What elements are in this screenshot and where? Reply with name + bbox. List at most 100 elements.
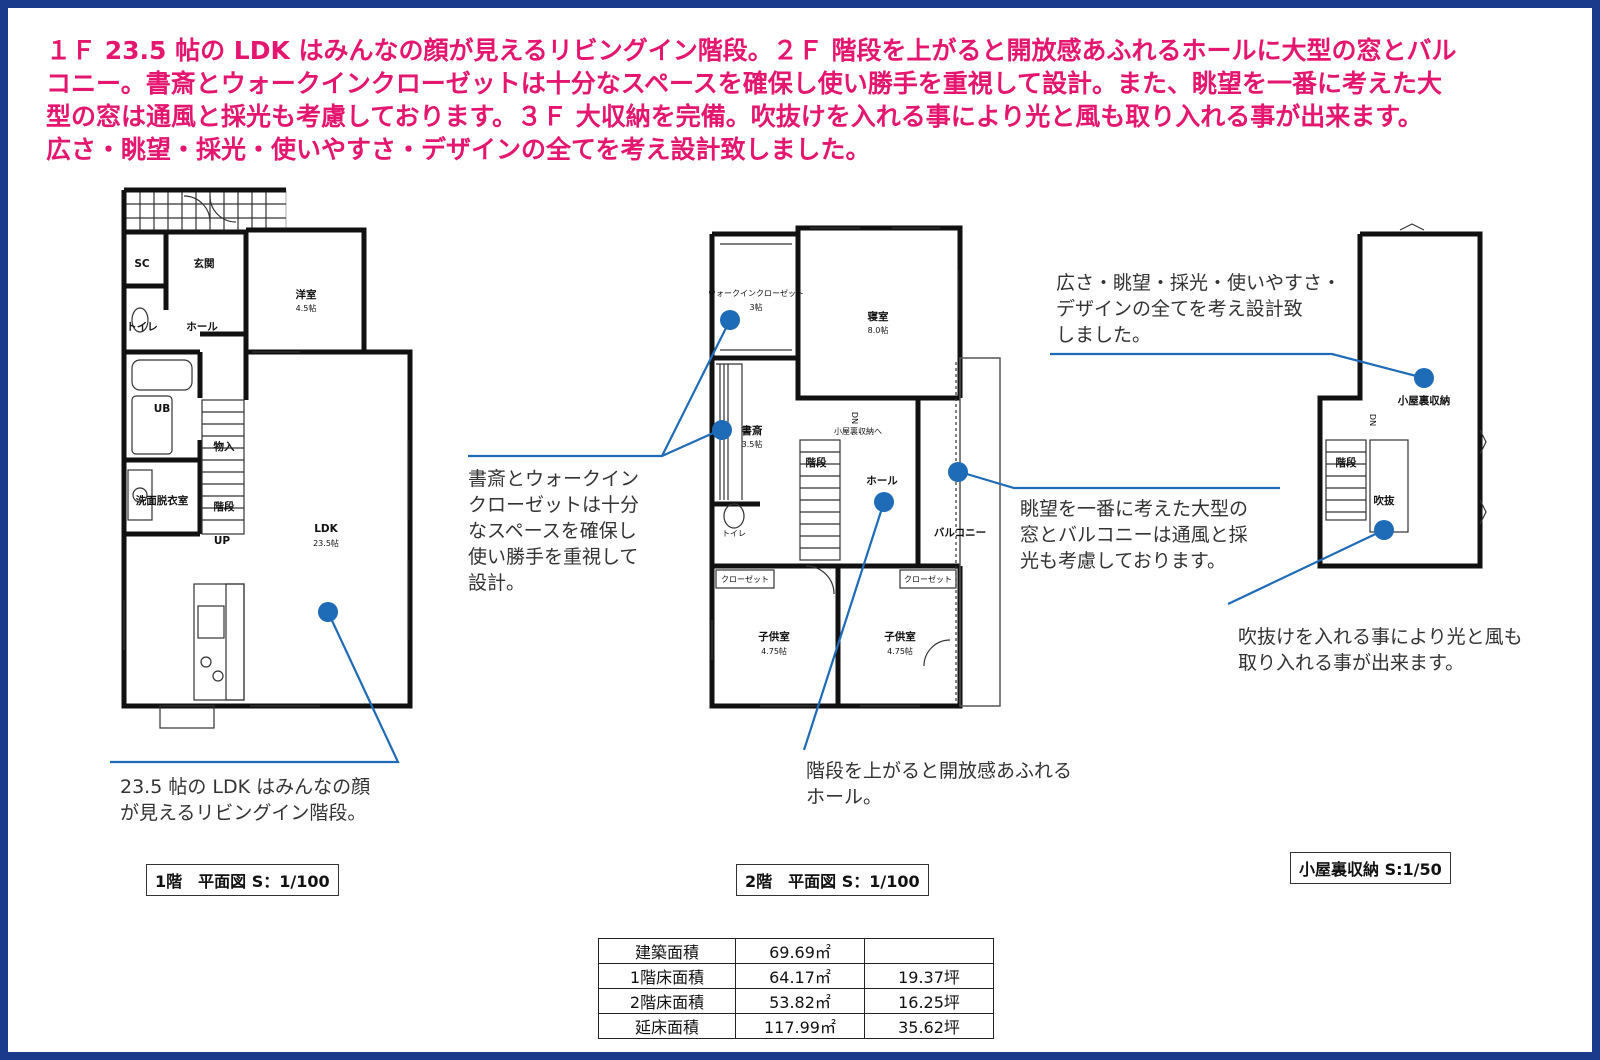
note-line: 取り入れる事が出来ます。 (1238, 652, 1465, 674)
room-kodomo-1: 子供室 (758, 630, 790, 643)
room-kodomo-1-size: 4.75帖 (761, 646, 787, 656)
room-fukinuke: 吹抜 (1374, 494, 1396, 507)
room-shinshitsu-size: 8.0帖 (868, 325, 889, 335)
note-line: デザインの全てを考え設計致 (1056, 298, 1303, 320)
room-senmen: 洗面脱衣室 (136, 494, 189, 507)
note-line: 使い勝手を重視して (468, 546, 639, 568)
table-cell (864, 938, 994, 964)
marker-balcony (948, 462, 968, 482)
marker-hall (874, 492, 894, 512)
stairs-dn-label: DN (850, 412, 859, 424)
floor3-plan: 小屋裏収納 DN 階段 吹抜 (1317, 223, 1487, 569)
room-ldk: LDK (314, 523, 338, 535)
note-line: が見えるリビングイン階段。 (120, 802, 367, 824)
table-row: 延床面積 117.99㎡ 35.62坪 (598, 1013, 994, 1039)
room-ub: UB (154, 403, 171, 415)
table-row: 1階床面積 64.17㎡ 19.37坪 (598, 963, 994, 989)
leader-lines (110, 310, 1434, 764)
room-ldk-size: 23.5帖 (313, 538, 339, 548)
floor3-stairs (1325, 439, 1367, 521)
note-study: 書斎とウォークイン クローゼットは十分 なスペースを確保し 使い勝手を重視して … (468, 466, 639, 596)
stairs-dn-label: DN (1368, 414, 1377, 426)
table-cell: 64.17㎡ (735, 963, 865, 989)
table-cell: 16.25坪 (864, 988, 994, 1014)
table-cell: 117.99㎡ (735, 1013, 865, 1039)
room-kaidan: 階段 (1336, 456, 1358, 469)
note-line: 階段を上がると開放感あふれる (806, 760, 1073, 782)
room-yoshitsu-size: 4.5帖 (296, 303, 317, 313)
room-wic: ウォークインクローゼット (708, 288, 804, 298)
headline-line: コニー。書斎とウォークインクローゼットは十分なスペースを確保し使い勝手を重視して… (46, 69, 1443, 98)
note-line: 吹抜けを入れる事により光と風も (1238, 626, 1523, 648)
headline-line: 広さ・眺望・採光・使いやすさ・デザインの全てを考え設計致しました。 (46, 135, 871, 164)
floor2-outer-wall (709, 225, 963, 709)
note-line: 広さ・眺望・採光・使いやすさ・ (1056, 272, 1342, 294)
headline-line: １Ｆ 23.5 帖の LDK はみんなの顔が見えるリビングイン階段。２Ｆ 階段を… (46, 36, 1457, 65)
table-cell: 35.62坪 (864, 1013, 994, 1039)
note-line: クローゼットは十分 (468, 494, 640, 516)
note-attic: 広さ・眺望・採光・使いやすさ・ デザインの全てを考え設計致 しました。 (1056, 270, 1341, 348)
room-koyaura: 小屋裏収納 (1397, 394, 1451, 407)
table-cell: 69.69㎡ (735, 938, 865, 964)
area-table: 建築面積 69.69㎡ 1階床面積 64.17㎡ 19.37坪 2階床面積 53… (598, 938, 994, 1039)
floor1-plan: SC 玄関 洋室 4.5帖 トイレ ホール UB 物入 洗面脱衣室 階段 UP … (121, 187, 413, 729)
marker-atrium (1374, 520, 1394, 540)
note-line: 23.5 帖の LDK はみんなの顔 (120, 776, 371, 798)
note-line: 書斎とウォークイン (468, 468, 640, 490)
room-kodomo-2: 子供室 (884, 630, 916, 643)
room-kaidan: 階段 (806, 456, 827, 469)
note-hall: 階段を上がると開放感あふれる ホール。 (806, 758, 1072, 810)
table-cell: 53.82㎡ (735, 988, 865, 1014)
note-line: 設計。 (468, 572, 526, 594)
marker-ldk (318, 602, 338, 622)
marker-attic (1414, 368, 1434, 388)
floor3-title: 小屋裏収納 S:1/50 (1290, 852, 1451, 884)
note-line: 光も考慮しております。 (1020, 550, 1226, 572)
table-cell: 19.37坪 (864, 963, 994, 989)
room-shosai-size: 3.5帖 (742, 439, 763, 449)
room-yoshitsu: 洋室 (296, 288, 317, 301)
marker-wic (720, 310, 740, 330)
room-genkan: 玄関 (194, 257, 215, 270)
floor1-stairs (201, 399, 245, 535)
floor3-outer-wall (1317, 231, 1483, 569)
room-wic-size: 3帖 (749, 302, 762, 312)
porch-tiles (125, 189, 287, 233)
note-balcony: 眺望を一番に考えた大型の 窓とバルコニーは通風と採 光も考慮しております。 (1020, 496, 1248, 574)
floor1-outer-wall (121, 187, 413, 709)
room-balcony: バルコニー (934, 527, 986, 539)
floor2-stairs (799, 439, 841, 561)
table-row: 2階床面積 53.82㎡ 16.25坪 (598, 988, 994, 1014)
table-cell: 建築面積 (598, 938, 736, 964)
note-line: 窓とバルコニーは通風と採 (1020, 524, 1248, 546)
floor2-plan: ウォークインクローゼット 3帖 寝室 8.0帖 書斎 3.5帖 DN 小屋裏収納… (708, 225, 1001, 709)
floor1-title: 1階 平面図 S：1/100 (146, 864, 339, 896)
headline: １Ｆ 23.5 帖の LDK はみんなの顔が見えるリビングイン階段。２Ｆ 階段を… (46, 34, 1566, 166)
room-monoire: 物入 (214, 440, 235, 453)
room-closet-2: クローゼット (904, 574, 952, 584)
room-sc: SC (134, 258, 150, 270)
note-line: ホール。 (806, 786, 883, 808)
table-cell: 2階床面積 (598, 988, 736, 1014)
stairs-up-label: UP (214, 535, 231, 547)
note-line: 眺望を一番に考えた大型の (1020, 498, 1249, 520)
room-toilet: トイレ (722, 529, 746, 538)
room-shinshitsu: 寝室 (868, 310, 889, 323)
room-kodomo-2-size: 4.75帖 (887, 646, 913, 656)
table-cell: 延床面積 (598, 1013, 736, 1039)
note-ldk: 23.5 帖の LDK はみんなの顔 が見えるリビングイン階段。 (120, 774, 370, 826)
room-toilet: トイレ (126, 321, 158, 333)
room-shosai: 書斎 (742, 424, 763, 437)
room-hall: ホール (866, 475, 898, 487)
note-line: しました。 (1056, 324, 1152, 346)
note-line: なスペースを確保し (468, 520, 637, 542)
room-kaidan: 階段 (214, 500, 235, 513)
headline-line: 型の窓は通風と採光も考慮しております。３Ｆ 大収納を完備。吹抜けを入れる事により… (46, 102, 1423, 131)
floor2-title: 2階 平面図 S：1/100 (736, 864, 929, 896)
label-koyaura-he: 小屋裏収納へ (834, 426, 882, 436)
marker-study (712, 420, 732, 440)
note-atrium: 吹抜けを入れる事により光と風も 取り入れる事が出来ます。 (1238, 624, 1523, 676)
table-cell: 1階床面積 (598, 963, 736, 989)
table-row: 建築面積 69.69㎡ (598, 938, 994, 964)
